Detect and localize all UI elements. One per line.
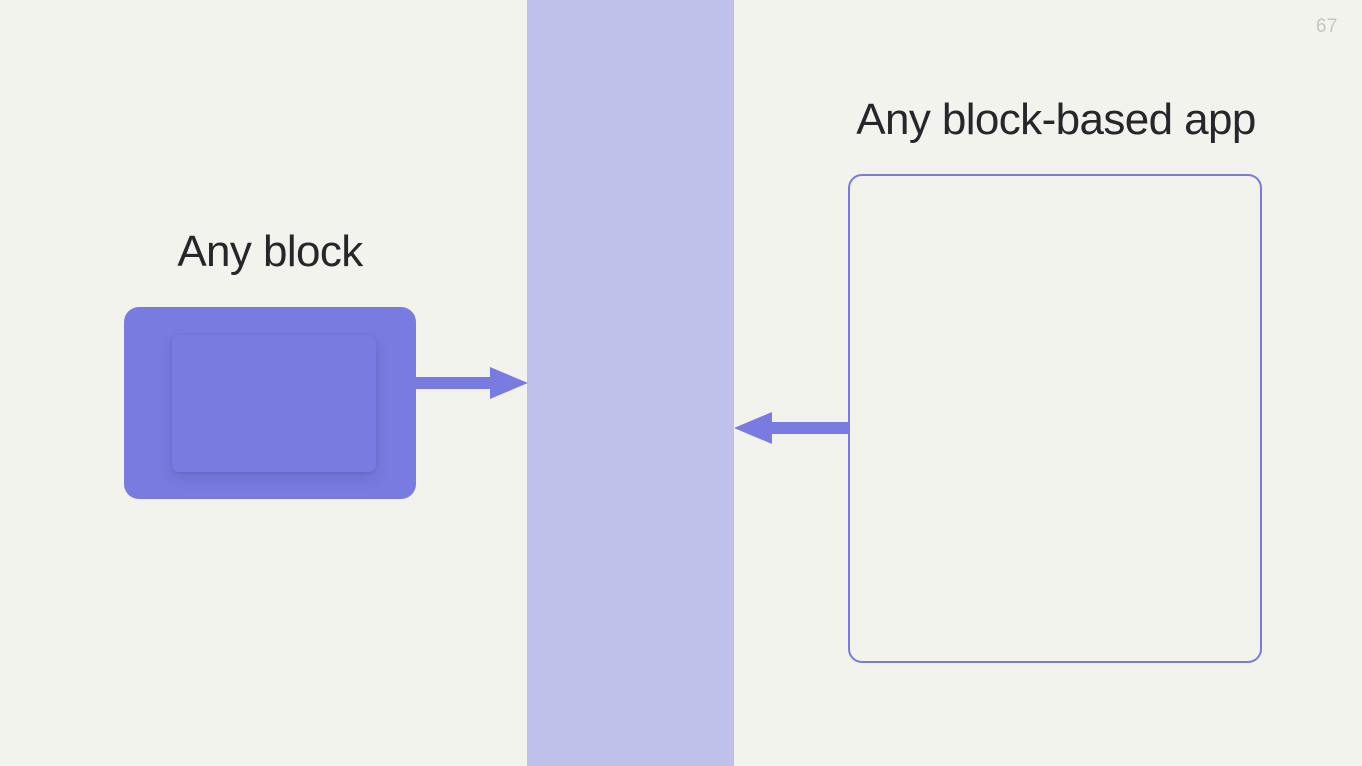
page-number: 67 <box>1315 16 1338 37</box>
shared-interop-column <box>527 0 734 766</box>
arrow-shaft <box>415 377 493 389</box>
any-block-based-app-caption: Any block-based app <box>856 95 1256 144</box>
arrow-shaft <box>771 422 849 434</box>
any-block-caption: Any block <box>177 227 363 276</box>
arrow-app-to-column-icon <box>734 412 849 444</box>
any-block-card <box>124 307 416 499</box>
any-block-based-app-frame <box>848 174 1262 663</box>
arrow-head <box>490 367 528 399</box>
any-block-card-inner <box>172 335 376 472</box>
arrow-block-to-column-icon <box>415 367 528 399</box>
arrow-head <box>734 412 772 444</box>
